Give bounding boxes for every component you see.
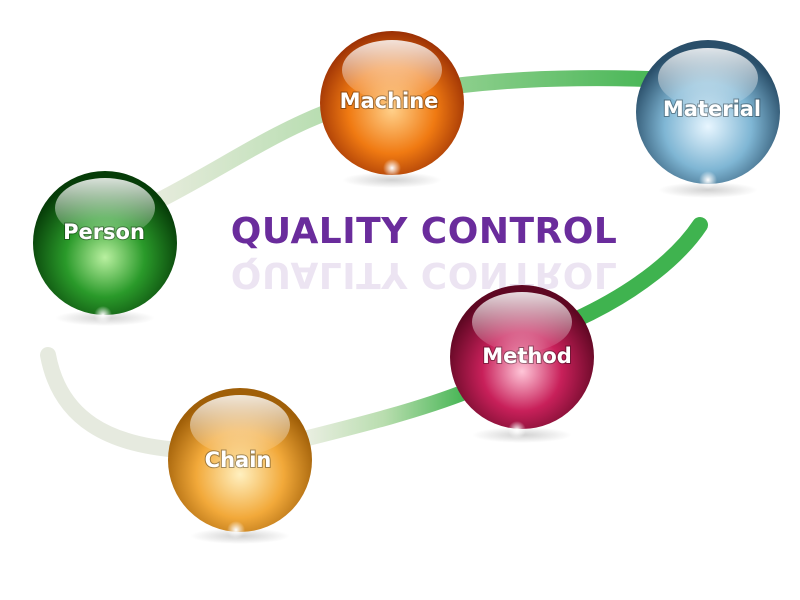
node-chain: Chain [168, 388, 312, 544]
node-material: Material [636, 40, 780, 198]
connector-right [567, 217, 708, 328]
material-label: Material [663, 97, 761, 121]
person-label: Person [63, 220, 145, 244]
chain-label: Chain [205, 448, 272, 472]
method-label: Method [482, 344, 572, 368]
node-person: Person [33, 171, 177, 326]
connector-tail [40, 347, 188, 458]
node-method: Method [450, 285, 594, 443]
machine-label: Machine [340, 89, 439, 113]
diagram-title-reflection: QUALITY CONTROL [231, 254, 618, 295]
diagram-title: QUALITY CONTROL [231, 211, 618, 252]
node-machine: Machine [320, 31, 464, 188]
connector-bottom [292, 382, 478, 448]
